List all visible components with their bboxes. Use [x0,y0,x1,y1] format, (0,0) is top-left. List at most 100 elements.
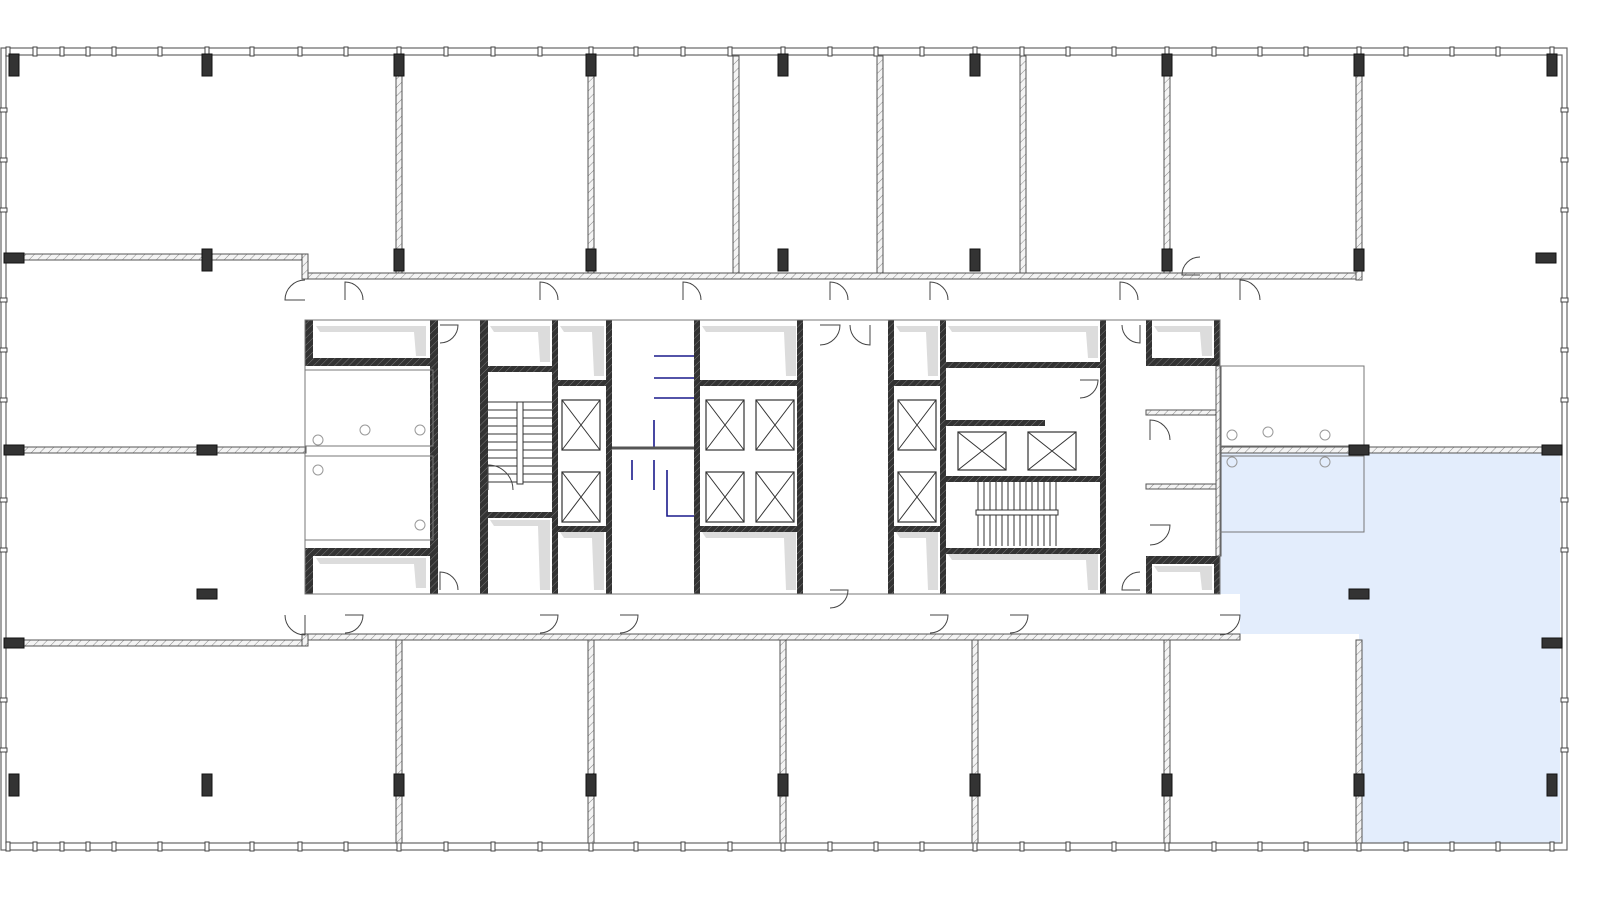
mullion [1211,46,1217,57]
mullion [1560,497,1569,503]
partition-wall [1219,446,1561,454]
mullion [0,207,8,213]
mullion [873,841,879,852]
mullion [1449,841,1455,852]
toilet-symbol [1226,429,1238,441]
structural-column [777,773,789,797]
door-swing-symbol [344,281,364,301]
structural-column [3,252,25,264]
mullion [680,46,686,57]
door-swing-symbol [284,279,306,301]
mullion [1560,297,1569,303]
mullion [204,841,210,852]
structural-column [201,773,213,797]
structural-column [3,637,25,649]
toilet-symbol [1226,456,1238,468]
door-swing-symbol [1149,419,1171,441]
mullion [32,841,38,852]
mullion [343,841,349,852]
highlighted-unit[interactable] [1220,452,1560,843]
elevator-cross [705,399,745,451]
partition-wall [1355,55,1363,276]
shaft-shading [490,520,550,590]
mullion [680,841,686,852]
door-swing-symbol [682,281,702,301]
door-swing-symbol [819,324,841,346]
door-swing-symbol [929,281,949,301]
core-wall [797,320,803,594]
mullion [1403,46,1409,57]
mullion [157,841,163,852]
partition-wall [5,253,307,261]
mullion [0,157,8,163]
door-swing-symbol [829,589,849,609]
mullion [32,46,38,57]
mullion [537,46,543,57]
partition-wall [1219,272,1361,280]
door-swing-symbol [619,614,639,634]
mullion [59,46,65,57]
door-swing-symbol [439,324,459,344]
structural-column [1546,53,1558,77]
core-wall [1100,320,1106,594]
door-swing-symbol [539,614,559,634]
structural-column [969,248,981,272]
partition-wall [395,639,403,844]
mullion [1019,841,1025,852]
toilet-partitions [631,355,694,517]
partition-wall [1145,483,1221,490]
shaft-shading [560,532,604,590]
shaft-shading [316,326,426,356]
structural-column [1541,637,1563,649]
mullion [59,841,65,852]
structural-column [1541,444,1563,456]
toilet-symbol [312,464,324,476]
mullion [1111,841,1117,852]
mullion [443,841,449,852]
mullion [297,46,303,57]
shaft-shading [1154,566,1212,590]
room-outline [304,369,434,447]
mullion [1560,207,1569,213]
mullion [0,297,8,303]
structural-column [1161,773,1173,797]
partition-wall [301,633,309,647]
structural-column [196,588,218,600]
structural-column [1161,53,1173,77]
partition-wall [1355,639,1363,844]
core-wall [305,548,432,556]
core-wall [305,358,432,366]
structural-column [1535,252,1557,264]
mullion [157,46,163,57]
partition-wall [1145,409,1221,416]
mullion [1065,841,1071,852]
structural-column [1353,53,1365,77]
core-wall [1214,320,1220,366]
structural-column [1546,773,1558,797]
door-swing-symbol [1009,614,1029,634]
elevator-cross [561,471,601,523]
core-wall [940,362,1105,368]
room-outline [1219,455,1365,533]
door-swing-symbol [849,324,871,346]
structural-column [8,773,20,797]
toilet-symbol [1319,456,1331,468]
door-swing-symbol [929,614,949,634]
core-wall [480,366,554,372]
elevator-cross [705,471,745,523]
partition-wall [5,639,307,647]
structural-column [969,53,981,77]
room-outline [304,455,434,541]
elevator-cross [755,471,795,523]
mullion [1495,46,1501,57]
core-wall [305,548,313,594]
toilet-symbol [414,424,426,436]
shaft-shading [896,532,938,590]
door-swing-symbol [1121,571,1141,591]
partition-wall [587,639,595,844]
mullion [0,497,8,503]
mullion [727,841,733,852]
mullion [0,747,8,753]
toilet-symbol [1319,429,1331,441]
